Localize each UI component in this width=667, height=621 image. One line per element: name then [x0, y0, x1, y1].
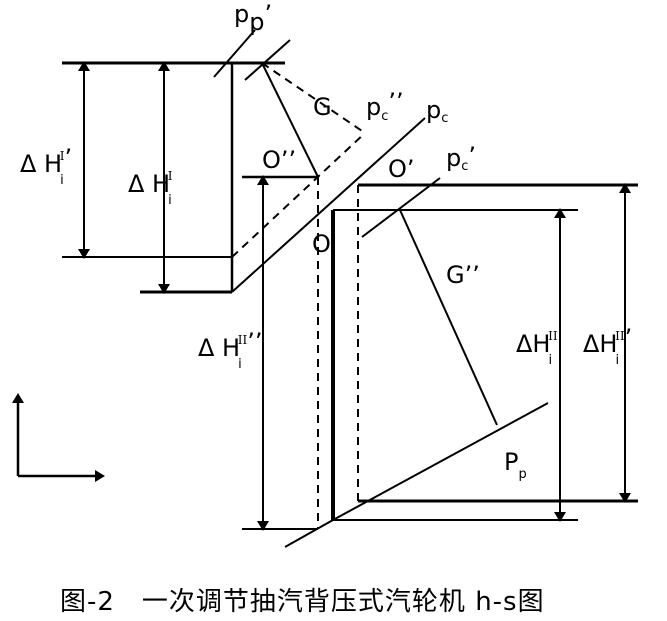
isobar-pp-a	[213, 29, 256, 78]
isobar-bottom	[284, 519, 334, 548]
expansion-line-g2	[399, 209, 498, 426]
figure-caption: 图-2 一次调节抽汽背压式汽轮机 h-s图	[60, 587, 545, 617]
label-g2: G’’	[446, 261, 480, 289]
label-o: O	[312, 230, 331, 258]
label-pp-lower: Pp	[504, 448, 527, 482]
label-pp: pp’	[234, 0, 272, 36]
label-pc2: pc’’	[366, 88, 404, 124]
dh-arrows	[78, 61, 631, 531]
expansion-line-g	[261, 62, 319, 178]
isobar-pp-b	[244, 39, 291, 81]
label-g: G	[313, 93, 332, 121]
label-pc: pc	[426, 96, 448, 126]
expansion-g-dashed	[261, 62, 366, 134]
label-pc1: pc’	[446, 142, 476, 174]
isobar-pc1	[361, 177, 441, 238]
dashed-lines	[231, 62, 366, 529]
expansion-lines	[261, 62, 498, 426]
label-o2: O’’	[262, 146, 296, 174]
vertical-lines	[230, 63, 335, 520]
isobar-pc2-dashed	[231, 132, 366, 258]
axes-icon	[12, 393, 105, 482]
label-o1: O’	[388, 155, 415, 183]
isobar-pp	[332, 402, 549, 521]
isobar-pc	[231, 117, 426, 293]
enthalpy-levels	[62, 61, 638, 530]
